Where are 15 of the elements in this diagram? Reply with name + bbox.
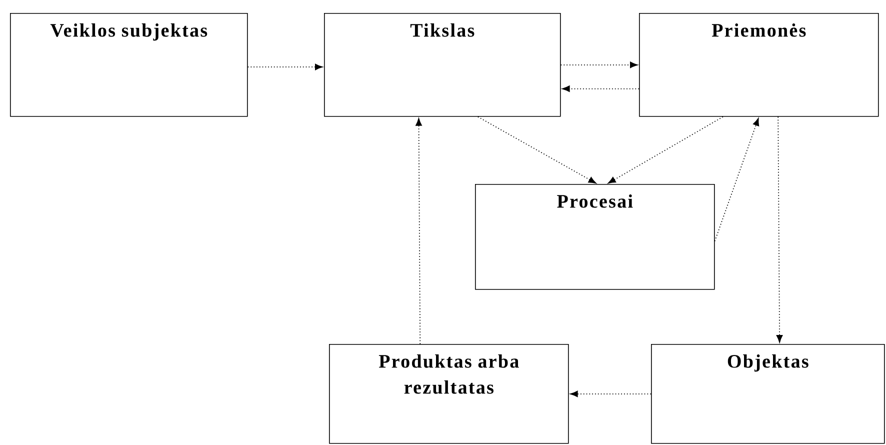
process-box: Tikslas <box>324 13 561 117</box>
process-box: Veiklos subjektas <box>10 13 248 117</box>
arrow <box>416 118 422 344</box>
process-box: Produktas arba rezultatas <box>329 344 569 444</box>
process-box: Priemonės <box>639 13 879 117</box>
arrow <box>776 116 783 343</box>
arrow <box>477 116 596 184</box>
arrow <box>714 118 760 242</box>
arrow <box>560 62 638 68</box>
arrow <box>247 64 323 70</box>
arrow <box>562 86 640 92</box>
process-box: Objektas <box>651 344 885 444</box>
arrow <box>570 390 652 398</box>
arrow <box>608 116 724 184</box>
process-box: Procesai <box>475 184 715 290</box>
